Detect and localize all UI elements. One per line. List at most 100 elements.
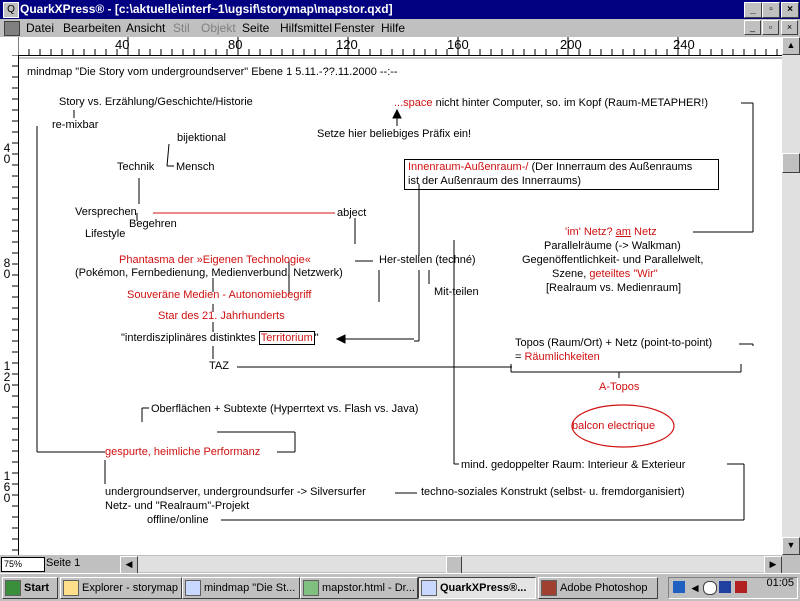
start-button[interactable]: Start	[2, 577, 58, 599]
menu-datei[interactable]: Datei	[26, 21, 55, 35]
node-offline[interactable]: offline/online	[147, 514, 209, 526]
innenraum-red: Innenraum-Außenraum-/	[408, 161, 529, 173]
scroll-up-button[interactable]: ▲	[782, 37, 800, 55]
node-abject[interactable]: abject	[337, 207, 367, 219]
node-star[interactable]: Star des 21. Jahrhunderts	[158, 310, 285, 322]
status-bar: 75% Seite 1 ◀ ▶	[0, 555, 800, 574]
ruler-origin[interactable]	[0, 37, 19, 56]
task-photoshop[interactable]: Adobe Photoshop	[538, 577, 658, 599]
node-raeumlich[interactable]: = Räumlichkeiten	[515, 351, 600, 363]
task-label: mapstor.html - Dr...	[322, 582, 415, 594]
network-icon[interactable]	[673, 581, 685, 593]
document-canvas[interactable]: mindmap "Die Story vom undergroundserver…	[19, 56, 782, 555]
document-icon[interactable]	[4, 21, 20, 36]
doc-header[interactable]: mindmap "Die Story vom undergroundserver…	[27, 66, 398, 78]
doc-minimize-button[interactable]: _	[744, 20, 761, 35]
territorium-post: "	[314, 332, 319, 344]
node-ugserver[interactable]: undergroundserver, undergroundsurfer -> …	[105, 486, 366, 498]
node-netz[interactable]: Netz- und "Realraum"-Projekt	[105, 500, 250, 512]
minimize-button[interactable]: _	[744, 2, 762, 18]
ruler-label: 200	[560, 37, 582, 52]
space-red: ...space	[394, 97, 433, 109]
innenraum-box[interactable]: Innenraum-Außenraum-/ (Der Innerraum des…	[404, 159, 719, 190]
menu-seite[interactable]: Seite	[242, 21, 270, 35]
node-begehren[interactable]: Begehren	[129, 218, 177, 230]
hscroll-thumb[interactable]	[446, 556, 462, 574]
node-versprechen[interactable]: Versprechen	[75, 206, 137, 218]
scroll-left-button[interactable]: ◀	[120, 556, 138, 574]
node-atopos[interactable]: A-Topos	[599, 381, 640, 393]
menu-stil[interactable]: Stil	[173, 21, 190, 35]
node-parallel[interactable]: Parallelräume (-> Walkman)	[544, 240, 681, 252]
app-icon[interactable]: Q	[3, 2, 19, 18]
vertical-ruler[interactable]: 4 0 8 0 1 2 0 1 6 0	[0, 55, 19, 555]
ruler-label: 240	[673, 37, 695, 52]
node-mitteilen[interactable]: Mit-teilen	[434, 286, 479, 298]
node-bijektional[interactable]: bijektional	[177, 132, 226, 144]
node-phantasma[interactable]: Phantasma der »Eigenen Technologie«	[119, 254, 311, 266]
horizontal-scrollbar[interactable]: ◀ ▶	[120, 556, 782, 574]
windows-icon	[5, 580, 21, 597]
node-herstellen[interactable]: Her-stellen (techné)	[379, 254, 476, 266]
node-territorium[interactable]: "interdisziplinäres distinktes Territori…	[121, 331, 319, 345]
scroll-right-button[interactable]: ▶	[764, 556, 782, 574]
menu-hilfe[interactable]: Hilfe	[381, 21, 406, 35]
tray-app-icon[interactable]	[735, 581, 747, 593]
scroll-thumb[interactable]	[782, 153, 800, 173]
ruler-label: 40	[115, 37, 130, 52]
horizontal-ruler[interactable]: 40 80 120 160 200 240	[18, 37, 782, 56]
menu-bearbeiten[interactable]: Bearbeiten	[63, 21, 122, 35]
menu-objekt[interactable]: Objekt	[201, 21, 236, 35]
ruler-label: 80	[228, 37, 243, 52]
monitor-icon[interactable]	[703, 581, 717, 595]
node-taz[interactable]: TAZ	[209, 360, 229, 372]
node-mind[interactable]: mind. gedoppelter Raum: Interieur & Exte…	[461, 459, 686, 471]
node-balcon[interactable]: balcon electrique	[572, 420, 656, 432]
task-mapstor[interactable]: mapstor.html - Dr...	[300, 577, 418, 599]
node-praefix[interactable]: Setze hier beliebiges Präfix ein!	[317, 128, 472, 140]
doc-maximize-button[interactable]: ▫	[762, 20, 779, 35]
maximize-button[interactable]: ▫	[762, 2, 780, 18]
menu-fenster[interactable]: Fenster	[334, 21, 375, 35]
scroll-down-button[interactable]: ▼	[782, 537, 800, 555]
node-realraum[interactable]: [Realraum vs. Medienraum]	[546, 282, 682, 294]
vertical-scrollbar[interactable]: ▲ ▼	[782, 37, 800, 555]
page-indicator[interactable]: Seite 1	[46, 557, 81, 569]
node-souveraen[interactable]: Souveräne Medien - Autonomiebegriff	[127, 289, 312, 301]
node-technik[interactable]: Technik	[117, 161, 155, 173]
clock[interactable]: 01:05	[766, 577, 794, 589]
task-quarkxpress[interactable]: QuarkXPress®...	[418, 577, 536, 599]
node-space[interactable]: ...space nicht hinter Computer, so. im K…	[394, 97, 708, 109]
quark-doc-icon	[185, 580, 201, 597]
node-techno[interactable]: techno-soziales Konstrukt (selbst- u. fr…	[421, 486, 685, 498]
node-oberflaechen[interactable]: Oberflächen + Subtexte (Hyperrtext vs. F…	[151, 403, 419, 415]
node-story[interactable]: Story vs. Erzählung/Geschichte/Historie	[59, 96, 253, 108]
node-mensch[interactable]: Mensch	[176, 161, 215, 173]
node-szene[interactable]: Szene, geteiltes "Wir"	[552, 268, 658, 280]
menu-ansicht[interactable]: Ansicht	[126, 21, 166, 35]
task-explorer[interactable]: Explorer - storymap	[60, 577, 182, 599]
node-gegen[interactable]: Gegenöffentlichkeit- und Parallelwelt,	[522, 254, 704, 266]
territorium-box: Territorium	[258, 331, 315, 345]
node-topos[interactable]: Topos (Raum/Ort) + Netz (point-to-point)	[515, 337, 713, 349]
node-gespurte[interactable]: gespurte, heimliche Performanz	[105, 446, 261, 458]
speaker-icon[interactable]: ◄	[689, 581, 701, 595]
node-imnetz[interactable]: 'im' Netz? am Netz	[565, 226, 657, 238]
tray-app-icon[interactable]	[719, 581, 731, 593]
close-button[interactable]: ×	[781, 2, 799, 18]
raeumlich-red: Räumlichkeiten	[524, 351, 600, 363]
doc-close-button[interactable]: ×	[781, 20, 798, 35]
ruler-label: 4 0	[3, 141, 11, 166]
task-label: QuarkXPress®...	[440, 582, 527, 594]
zoom-field[interactable]: 75%	[1, 557, 45, 572]
ruler-label: 8 0	[3, 256, 11, 281]
quark-icon	[421, 580, 437, 597]
folder-icon	[63, 580, 79, 597]
node-lifestyle[interactable]: Lifestyle	[85, 228, 126, 240]
menu-hilfsmittel[interactable]: Hilfsmittel	[280, 21, 333, 35]
node-pokemon[interactable]: (Pokémon, Fernbedienung, Medienverbund, …	[75, 267, 343, 279]
title-bar: Q QuarkXPress® - [c:\aktuelle\interf~1\u…	[0, 0, 800, 19]
task-mindmap[interactable]: mindmap "Die St...	[182, 577, 300, 599]
balcon-ellipse	[571, 404, 675, 448]
node-remix[interactable]: re-mixbar	[52, 119, 99, 131]
